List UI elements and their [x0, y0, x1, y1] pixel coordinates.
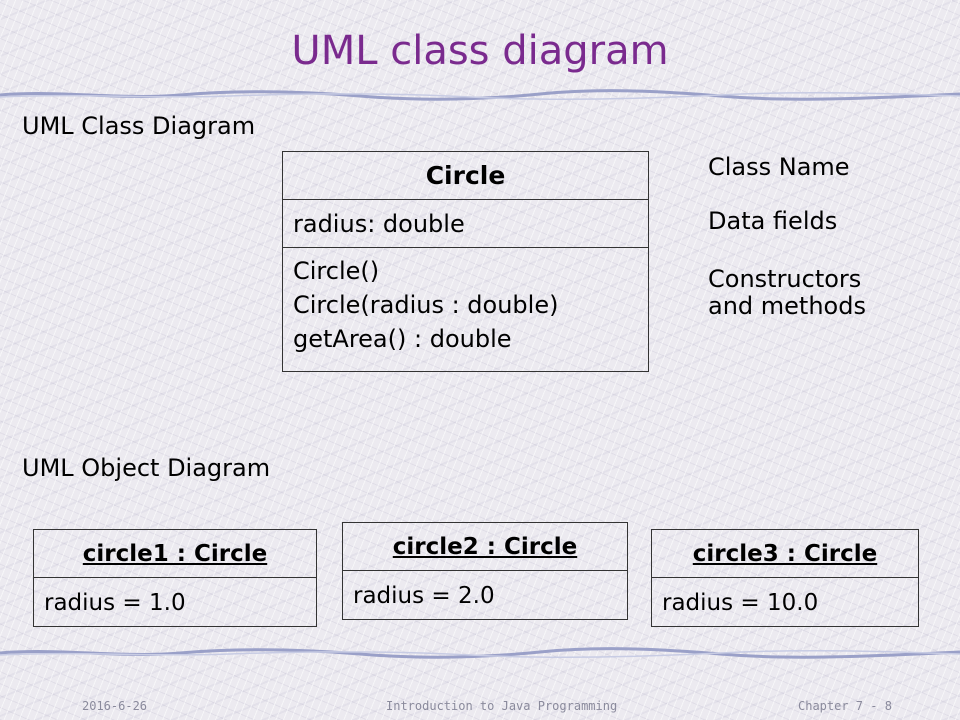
- object-diagram-heading: UML Object Diagram: [22, 454, 271, 482]
- object-name-cell: circle2 : Circle: [343, 523, 627, 571]
- label-data-fields: Data fields: [708, 207, 838, 235]
- class-methods-cell: Circle() Circle(radius : double) getArea…: [283, 248, 648, 356]
- label-constructors-methods: Constructors and methods: [708, 265, 866, 320]
- object-name: circle2 : Circle: [392, 533, 578, 560]
- class-fields-cell: radius: double: [283, 200, 648, 248]
- method-radius-constructor: Circle(radius : double): [293, 291, 559, 319]
- object-name: circle1 : Circle: [82, 540, 268, 567]
- footer-date: 2016-6-26: [82, 699, 148, 713]
- object-box-circle3: circle3 : Circle radius = 10.0: [651, 529, 919, 627]
- object-box-circle2: circle2 : Circle radius = 2.0: [342, 522, 628, 620]
- class-diagram-heading: UML Class Diagram: [22, 112, 256, 140]
- top-divider: [0, 89, 960, 101]
- class-box-circle: Circle radius: double Circle() Circle(ra…: [282, 151, 649, 372]
- method-get-area: getArea() : double: [293, 325, 512, 353]
- object-name: circle3 : Circle: [692, 540, 878, 567]
- slide-title: UML class diagram: [291, 28, 669, 74]
- object-box-circle1: circle1 : Circle radius = 1.0: [33, 529, 317, 627]
- bottom-divider: [0, 647, 960, 659]
- label-class-name: Class Name: [708, 153, 850, 181]
- object-field-cell: radius = 10.0: [662, 589, 819, 616]
- object-name-cell: circle1 : Circle: [34, 530, 316, 578]
- object-field-cell: radius = 2.0: [353, 582, 495, 609]
- footer-course-title: Introduction to Java Programming: [386, 699, 618, 713]
- field-radius: radius: double: [293, 209, 465, 238]
- object-name-cell: circle3 : Circle: [652, 530, 918, 578]
- footer-chapter: Chapter 7 - 8: [798, 699, 892, 713]
- class-name-cell: Circle: [283, 152, 648, 200]
- method-default-constructor: Circle(): [293, 257, 380, 285]
- object-field-cell: radius = 1.0: [44, 589, 186, 616]
